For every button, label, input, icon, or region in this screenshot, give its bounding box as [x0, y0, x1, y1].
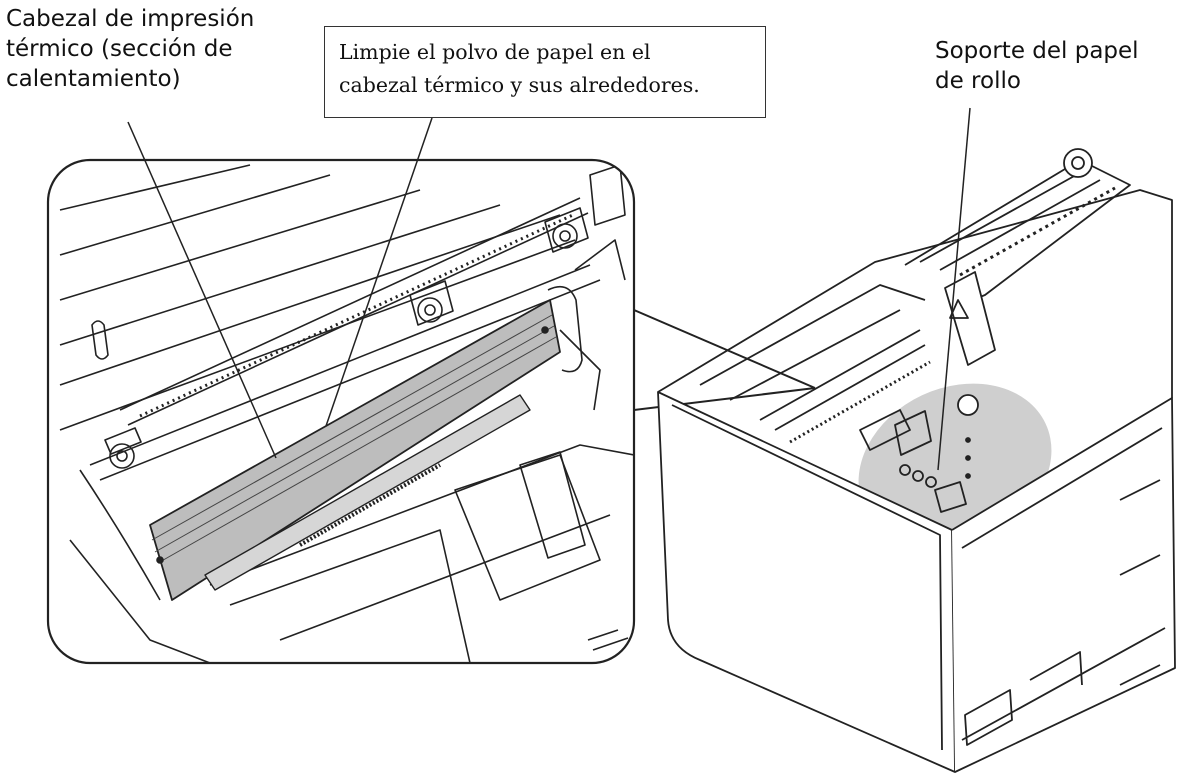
- leader-line-roll-support: [937, 107, 971, 471]
- thermal-head-label-line1: Cabezal de impresión: [6, 6, 255, 32]
- thermal-head-label: Cabezal de impresión térmico (sección de…: [6, 4, 254, 94]
- zoom-inset: [46, 158, 636, 665]
- thermal-head-label-line2: térmico (sección de: [6, 36, 233, 62]
- thermal-head-label-line3: calentamiento): [6, 66, 181, 92]
- cleaning-instruction-callout: Limpie el polvo de papel en el cabezal t…: [324, 26, 766, 118]
- callout-line2: cabezal térmico y sus alrededores.: [339, 73, 700, 97]
- thermal-print-head: [149, 299, 561, 601]
- roll-paper-support-label-line1: Soporte del papel: [935, 38, 1139, 64]
- roll-paper-support-label-line2: de rollo: [935, 68, 1021, 94]
- leader-line-thermal-head: [127, 121, 277, 459]
- inset-slot: [91, 320, 109, 360]
- inset-gear-shaft: [104, 197, 589, 469]
- roll-paper-support-label: Soporte del papel de rollo: [935, 36, 1139, 96]
- callout-line1: Limpie el polvo de papel en el: [339, 40, 651, 64]
- inset-bracket: [547, 164, 626, 411]
- inset-floor: [69, 444, 634, 663]
- leader-lines: [127, 107, 971, 471]
- leader-line-callout: [325, 117, 433, 427]
- printer-body: [657, 148, 1176, 773]
